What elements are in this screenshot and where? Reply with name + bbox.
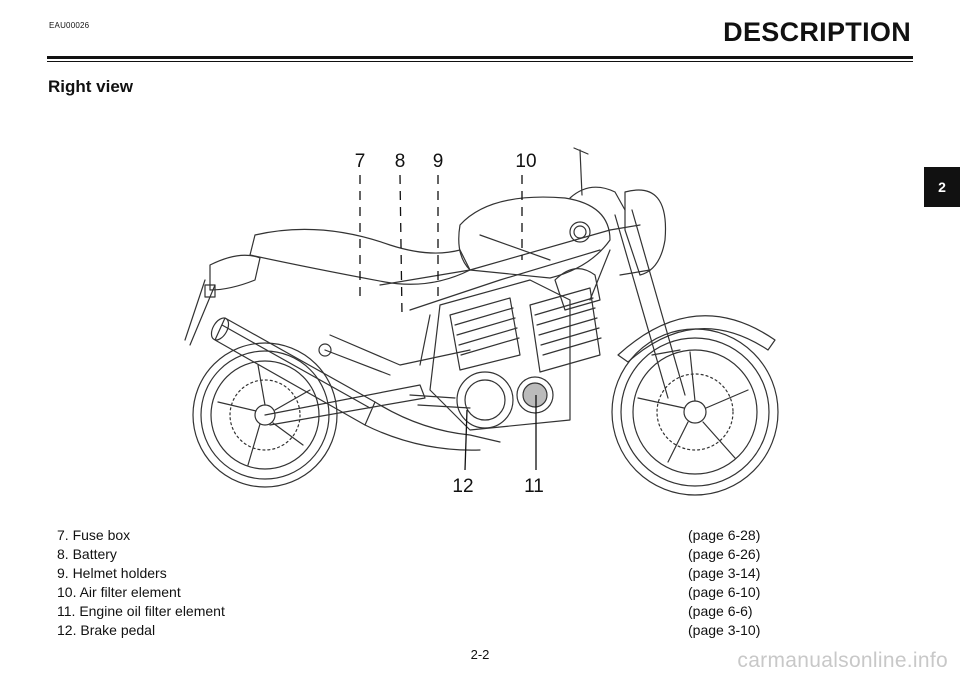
front-fender — [617, 315, 776, 363]
swingarm — [264, 384, 426, 426]
chapter-tab: 2 — [924, 167, 960, 207]
header-rule-thin — [47, 61, 913, 62]
legend-item: 8. Battery (page 6-26) — [57, 546, 777, 565]
legend-item: 12. Brake pedal (page 3-10) — [57, 622, 777, 641]
tail-section — [209, 254, 261, 291]
legend-item-label: 10. Air filter element — [57, 584, 181, 600]
legend-item: 9. Helmet holders (page 3-14) — [57, 565, 777, 584]
legend-item-page-ref: (page 3-10) — [688, 622, 761, 638]
rear-shock — [324, 349, 391, 376]
callout-leaders — [359, 174, 537, 471]
callout-9: 9 — [433, 151, 444, 172]
legend-item: 7. Fuse box (page 6-28) — [57, 527, 777, 546]
legend-item-page-ref: (page 6-26) — [688, 546, 761, 562]
legend-item-page-ref: (page 6-6) — [688, 603, 753, 619]
legend-item-label: 12. Brake pedal — [57, 622, 156, 638]
headlight — [624, 189, 667, 276]
engine — [429, 268, 602, 431]
page-number: 2-2 — [470, 647, 490, 662]
legend-item-page-ref: (page 6-10) — [688, 584, 761, 600]
callout-8: 8 — [395, 151, 406, 172]
parts-legend: 7. Fuse box (page 6-28) 8. Battery (page… — [57, 527, 777, 641]
header-rule-thick — [47, 56, 913, 59]
legend-item-label: 7. Fuse box — [57, 527, 131, 543]
front-wheel — [611, 328, 779, 496]
handlebar — [569, 147, 626, 211]
callout-11: 11 — [524, 476, 544, 497]
fuel-tank — [458, 196, 611, 279]
legend-item-label: 11. Engine oil filter element — [57, 603, 225, 619]
legend-item: 10. Air filter element (page 6-10) — [57, 584, 777, 603]
callout-10: 10 — [515, 151, 536, 172]
front-fork — [609, 209, 686, 399]
footpeg — [409, 394, 471, 409]
legend-item-label: 8. Battery — [57, 546, 117, 562]
exhaust-muffler — [210, 317, 501, 451]
chapter-tab-number: 2 — [938, 179, 946, 195]
callout-12: 12 — [452, 476, 473, 497]
frame — [329, 229, 611, 366]
page-subtitle: Right view — [48, 77, 134, 96]
motorcycle-right-view-illustration: 7 8 9 10 12 11 — [184, 147, 779, 497]
legend-item: 11. Engine oil filter element (page 6-6) — [57, 603, 777, 622]
callout-7: 7 — [355, 151, 366, 172]
document-code: EAU00026 — [49, 21, 90, 30]
section-title: DESCRIPTION — [723, 17, 911, 47]
watermark: carmanualsonline.info — [737, 649, 948, 672]
legend-item-page-ref: (page 6-28) — [688, 527, 761, 543]
legend-item-label: 9. Helmet holders — [57, 565, 167, 581]
rear-wheel — [192, 342, 338, 488]
legend-item-page-ref: (page 3-14) — [688, 565, 761, 581]
